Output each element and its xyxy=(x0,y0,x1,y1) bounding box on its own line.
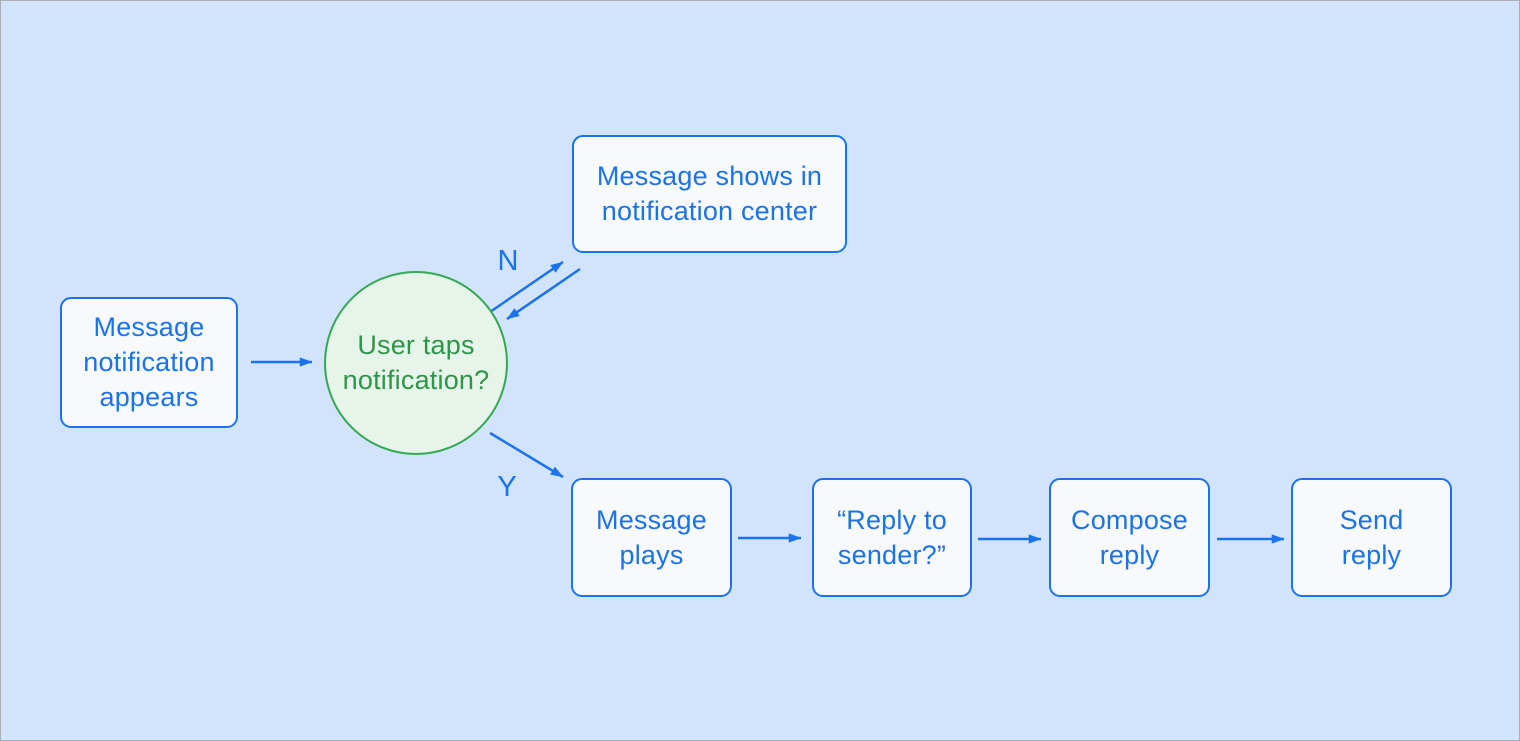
node-label: User taps notification? xyxy=(342,330,490,395)
node-message-shows-in-notification-center: Message shows in notification center xyxy=(572,135,847,253)
node-compose-reply: Compose reply xyxy=(1049,478,1210,597)
node-label: Send reply xyxy=(1339,504,1404,570)
node-label: Compose reply xyxy=(1071,504,1188,570)
edge-label-no: N xyxy=(497,245,519,277)
node-label: Message shows in notification center xyxy=(596,161,823,226)
node-label: Message notification appears xyxy=(83,312,215,412)
node-send-reply: Send reply xyxy=(1291,478,1452,597)
node-label: “Reply to sender?” xyxy=(837,504,947,570)
node-message-notification-appears: Message notification appears xyxy=(60,297,238,428)
node-label: Message plays xyxy=(596,504,707,570)
node-message-plays: Message plays xyxy=(571,478,732,597)
node-decision-user-taps-notification: User taps notification? xyxy=(324,271,508,455)
node-reply-to-sender-prompt: “Reply to sender?” xyxy=(812,478,972,597)
edge-label-yes: Y xyxy=(497,471,517,503)
